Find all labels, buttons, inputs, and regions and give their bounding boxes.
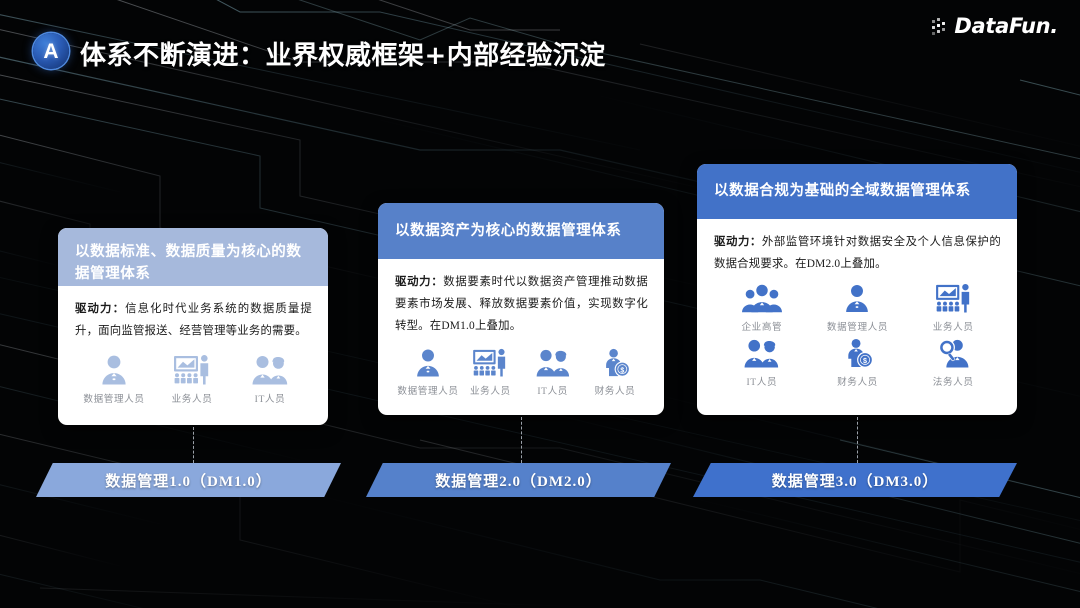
two-people-icon bbox=[744, 340, 779, 368]
role-item: 数据管理人员 bbox=[77, 354, 151, 405]
logo-dots-icon bbox=[932, 17, 949, 35]
role-item: $ 财务人员 bbox=[584, 348, 646, 397]
page-title: 体系不断演进：业界权威框架+内部经验沉淀 bbox=[80, 41, 606, 71]
driver-text: 驱动力：外部监管环境针对数据安全及个人信息保护的数据合规要求。在DM2.0上叠加… bbox=[714, 231, 1001, 275]
timeline-banner-dm2[interactable]: 数据管理2.0（DM2.0） bbox=[366, 463, 671, 497]
role-list: 数据管理人员 bbox=[75, 354, 312, 405]
datafun-logo: DataFun. bbox=[932, 12, 1058, 40]
role-item: $ 财务人员 bbox=[810, 338, 906, 388]
timeline-banner-dm1[interactable]: 数据管理1.0（DM1.0） bbox=[36, 463, 341, 497]
driver-description: 信息化时代业务系统的数据质量提升，面向监管报送、经营管理等业务的需要。 bbox=[75, 303, 312, 338]
role-item: 数据管理人员 bbox=[810, 283, 906, 333]
presentation-audience-icon bbox=[174, 355, 209, 385]
card-title: 以数据标准、数据质量为核心的数据管理体系 bbox=[75, 244, 302, 283]
presentation-audience-icon bbox=[935, 284, 969, 313]
driver-description: 数据要素时代以数据资产管理推动数据要素市场发展、释放数据要素价值，实现数字化转型… bbox=[395, 276, 648, 333]
person-coin-icon: $ bbox=[848, 339, 873, 369]
role-item: 业务人员 bbox=[155, 354, 229, 405]
card-title: 以数据合规为基础的全域数据管理体系 bbox=[714, 183, 971, 200]
section-badge-icon: A bbox=[33, 33, 69, 69]
person-coin-icon: $ bbox=[606, 348, 630, 377]
person-tie-icon bbox=[846, 285, 869, 313]
person-tie-icon bbox=[417, 349, 439, 377]
svg-text:$: $ bbox=[863, 358, 867, 366]
card-header: 以数据标准、数据质量为核心的数据管理体系 bbox=[58, 228, 328, 286]
two-people-icon bbox=[252, 356, 288, 385]
role-label: 法务人员 bbox=[932, 377, 974, 389]
role-label: IT人员 bbox=[537, 385, 568, 397]
card-header: 以数据资产为核心的数据管理体系 bbox=[378, 203, 664, 259]
role-label: 财务人员 bbox=[837, 377, 878, 389]
role-list: 企业高管 数据管理人员 bbox=[714, 283, 1001, 393]
connector-dm3 bbox=[857, 417, 858, 463]
role-item: IT人员 bbox=[233, 354, 307, 405]
role-label: IT人员 bbox=[254, 394, 286, 406]
presentation-audience-icon bbox=[473, 348, 506, 377]
role-item: 企业高管 bbox=[714, 283, 810, 333]
card-body: 驱动力：外部监管环境针对数据安全及个人信息保护的数据合规要求。在DM2.0上叠加… bbox=[697, 219, 1017, 403]
banner-label: 数据管理3.0（DM3.0） bbox=[771, 473, 939, 490]
logo-text: DataFun. bbox=[954, 14, 1058, 38]
person-magnifier-icon bbox=[938, 339, 969, 368]
driver-label: 驱动力： bbox=[395, 276, 444, 288]
role-label: 数据管理人员 bbox=[83, 394, 145, 406]
two-people-icon bbox=[536, 349, 569, 377]
role-item: IT人员 bbox=[714, 338, 810, 388]
driver-label: 驱动力： bbox=[714, 236, 762, 248]
stage-card-dm3[interactable]: 以数据合规为基础的全域数据管理体系 驱动力：外部监管环境针对数据安全及个人信息保… bbox=[697, 164, 1017, 415]
role-label: 数据管理人员 bbox=[397, 385, 459, 397]
driver-text: 驱动力：数据要素时代以数据资产管理推动数据要素市场发展、释放数据要素价值，实现数… bbox=[395, 271, 648, 338]
role-label: IT人员 bbox=[746, 377, 778, 389]
role-label: 业务人员 bbox=[469, 385, 511, 397]
role-item: 业务人员 bbox=[459, 348, 521, 397]
role-item: 业务人员 bbox=[905, 283, 1001, 333]
banner-label: 数据管理2.0（DM2.0） bbox=[435, 473, 602, 490]
role-label: 数据管理人员 bbox=[826, 322, 889, 334]
role-label: 业务人员 bbox=[171, 394, 213, 406]
card-body: 驱动力：数据要素时代以数据资产管理推动数据要素市场发展、释放数据要素价值，实现数… bbox=[378, 259, 664, 407]
role-item: 法务人员 bbox=[905, 338, 1001, 388]
banner-label: 数据管理1.0（DM1.0） bbox=[105, 473, 272, 490]
role-item: 数据管理人员 bbox=[397, 348, 459, 397]
driver-description: 外部监管环境针对数据安全及个人信息保护的数据合规要求。在DM2.0上叠加。 bbox=[714, 236, 1001, 271]
role-label: 业务人员 bbox=[932, 322, 974, 334]
stage-card-dm1[interactable]: 以数据标准、数据质量为核心的数据管理体系 驱动力：信息化时代业务系统的数据质量提… bbox=[58, 228, 328, 425]
connector-dm1 bbox=[193, 427, 194, 463]
role-label: 企业高管 bbox=[741, 322, 783, 334]
driver-label: 驱动力： bbox=[75, 303, 126, 315]
svg-text:$: $ bbox=[620, 367, 624, 374]
role-label: 财务人员 bbox=[594, 385, 636, 397]
stage-card-dm2[interactable]: 以数据资产为核心的数据管理体系 驱动力：数据要素时代以数据资产管理推动数据要素市… bbox=[378, 203, 664, 415]
driver-text: 驱动力：信息化时代业务系统的数据质量提升，面向监管报送、经营管理等业务的需要。 bbox=[75, 298, 312, 342]
section-badge-label: A bbox=[43, 39, 59, 63]
timeline-banner-dm3[interactable]: 数据管理3.0（DM3.0） bbox=[693, 463, 1017, 497]
person-tie-icon bbox=[102, 356, 126, 385]
card-body: 驱动力：信息化时代业务系统的数据质量提升，面向监管报送、经营管理等业务的需要。 … bbox=[58, 286, 328, 415]
connector-dm2 bbox=[521, 417, 522, 463]
card-title: 以数据资产为核心的数据管理体系 bbox=[395, 222, 622, 239]
card-header: 以数据合规为基础的全域数据管理体系 bbox=[697, 164, 1017, 219]
slide-header: A 体系不断演进：业界权威框架+内部经验沉淀 DataFun. bbox=[0, 0, 1080, 86]
role-list: 数据管理人员 bbox=[395, 348, 648, 397]
role-item: IT人员 bbox=[522, 348, 584, 397]
group-people-icon bbox=[741, 285, 782, 313]
